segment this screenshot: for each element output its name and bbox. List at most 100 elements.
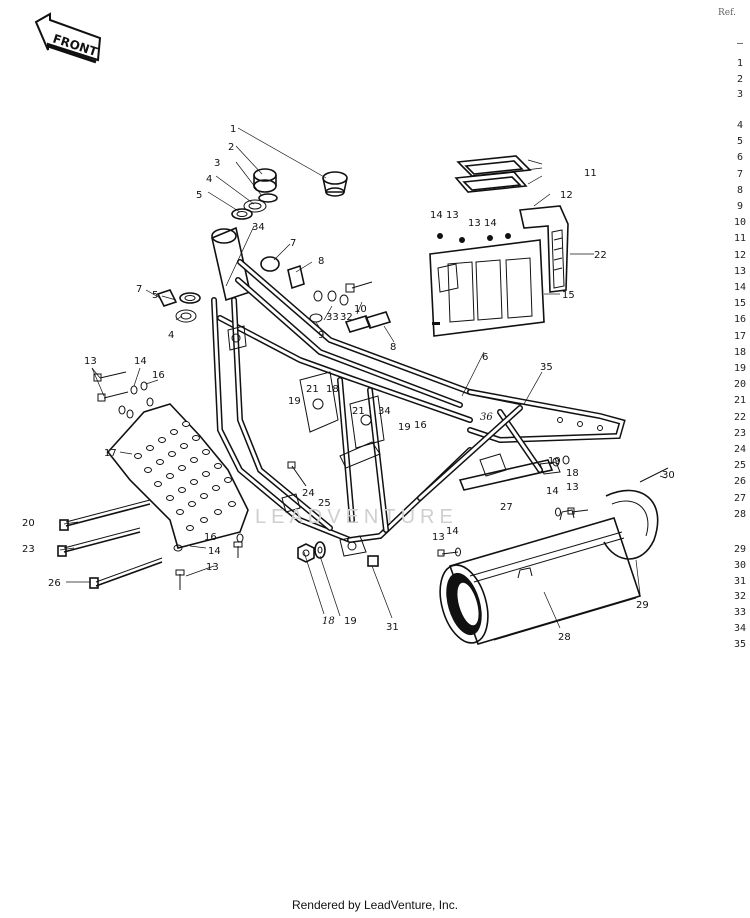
callout-13: 13	[446, 210, 459, 221]
callout-9: 9	[318, 330, 324, 341]
callout-4: 4	[206, 174, 212, 185]
tool-box-case-icon	[439, 509, 642, 645]
callout-16: 16	[204, 532, 217, 543]
callout-14: 14	[546, 486, 559, 497]
ref-number: 33	[733, 607, 747, 619]
ref-number: 30	[733, 559, 747, 571]
callout-34: 34	[252, 222, 265, 233]
cushion-icon	[437, 263, 459, 293]
callout-23: 23	[22, 544, 35, 555]
bearing-lower-icon	[175, 309, 197, 323]
callout-8: 8	[390, 342, 396, 353]
callout-30: 30	[662, 470, 675, 481]
regulator-assembly	[429, 155, 569, 337]
ref-number: 3	[736, 89, 744, 100]
callout-numbers: 1 2 3 4 5 34 7 8 5 7 4 33 32 10 9 8 11 1…	[22, 124, 675, 643]
rubber-pad-icon	[287, 264, 305, 290]
callout-18: 18	[322, 616, 335, 627]
ref-number: 35	[733, 638, 747, 650]
callout-32: 32	[340, 312, 353, 323]
ref-number: 25	[733, 460, 747, 472]
skid-plate	[93, 371, 249, 590]
callout-19: 19	[548, 456, 561, 467]
callout-33: 33	[326, 312, 339, 323]
cap-upper-icon	[260, 256, 280, 272]
ref-number: 28	[733, 508, 747, 520]
callout-36: 36	[480, 412, 493, 423]
ref-number: 31	[733, 575, 747, 587]
bolt-26-icon	[89, 557, 163, 589]
callout-1: 1	[230, 124, 236, 135]
callout-19: 19	[288, 396, 301, 407]
ref-number: 17	[733, 330, 747, 342]
callout-7: 7	[290, 238, 296, 249]
tool-box	[437, 455, 669, 645]
callout-4: 4	[168, 330, 174, 341]
callout-13: 13	[468, 218, 481, 229]
ref-number: 21	[733, 395, 747, 407]
callout-14: 14	[208, 546, 221, 557]
callout-16: 16	[414, 420, 427, 431]
tool-box-bolts-icon	[437, 455, 589, 557]
tool-box-mount-icon	[458, 459, 561, 491]
bolt-20-icon	[59, 499, 151, 531]
motorcycle-frame	[211, 226, 626, 557]
callout-13: 13	[84, 356, 97, 367]
bearing-upper-icon	[243, 199, 267, 213]
ref-number: 7	[736, 168, 744, 180]
ref-column-dash: —	[736, 38, 744, 49]
callout-27: 27	[500, 502, 513, 513]
callout-17: 17	[104, 448, 117, 459]
bolt-24-icon	[287, 461, 307, 487]
callout-13: 13	[206, 562, 219, 573]
nut-18-icon	[297, 543, 315, 563]
long-bolts	[57, 499, 163, 589]
ref-number: 12	[733, 249, 747, 261]
callout-18: 18	[326, 384, 339, 395]
cover-top-icon	[454, 155, 532, 193]
callout-11: 11	[584, 168, 597, 179]
collar-31-icon	[367, 555, 379, 567]
ref-number: 4	[736, 120, 744, 131]
steering-cap-icon	[322, 171, 348, 197]
ref-number: 11	[733, 233, 747, 245]
bolt-23-icon	[57, 527, 141, 557]
ref-number: 2	[736, 73, 744, 85]
callout-14: 14	[134, 356, 147, 367]
callout-19: 19	[398, 422, 411, 433]
callout-22: 22	[594, 250, 607, 261]
seat-damper-icon	[344, 311, 392, 333]
leader-lines	[59, 127, 667, 629]
callout-21: 21	[306, 384, 319, 395]
footer-credit: Rendered by LeadVenture, Inc.	[291, 898, 459, 912]
watermark: LEADVENTURE	[255, 506, 458, 528]
lower-hardware	[287, 461, 379, 567]
callout-24: 24	[302, 488, 315, 499]
callout-3: 3	[214, 158, 220, 169]
callout-8: 8	[318, 256, 324, 267]
callout-26: 26	[48, 578, 61, 589]
ref-number: 29	[733, 544, 747, 555]
strap-icon	[519, 205, 569, 293]
callout-20: 20	[22, 518, 35, 529]
ref-number: 15	[733, 298, 747, 310]
callout-14: 14	[430, 210, 443, 221]
ref-number: 26	[733, 476, 747, 488]
callout-21: 21	[352, 406, 365, 417]
callout-14: 14	[484, 218, 497, 229]
ref-number: 5	[736, 136, 744, 148]
ref-number: 23	[733, 427, 747, 439]
ref-number: 10	[733, 217, 747, 229]
ref-number: 1	[736, 58, 744, 69]
bearing-race-lower-icon	[179, 292, 201, 304]
ref-number: 20	[733, 379, 747, 391]
callout-34: 34	[378, 406, 391, 417]
callout-31: 31	[386, 622, 399, 633]
callout-5: 5	[152, 290, 158, 301]
callout-13: 13	[566, 482, 579, 493]
ref-number: 9	[736, 201, 744, 212]
ref-number: 32	[733, 591, 747, 603]
regulator-body-icon	[429, 233, 545, 337]
callout-29: 29	[636, 600, 649, 611]
ref-number: 16	[733, 314, 747, 326]
